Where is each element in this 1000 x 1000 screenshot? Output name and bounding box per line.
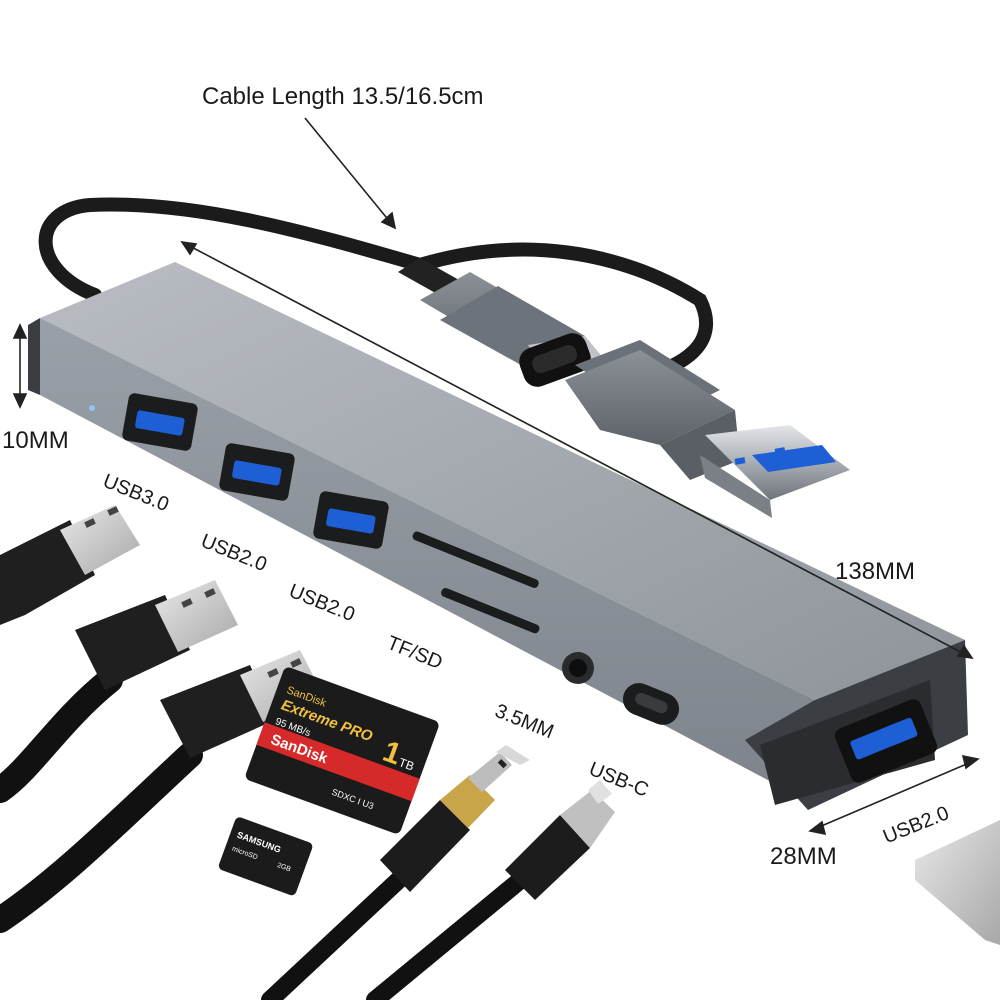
usb20-port-b bbox=[313, 491, 389, 549]
microsd-card: SAMSUNG microSD 2GB bbox=[218, 817, 313, 896]
usb-c-port bbox=[622, 683, 680, 725]
usb30-port bbox=[122, 393, 198, 451]
width-label: 28MM bbox=[770, 843, 837, 870]
status-led bbox=[89, 405, 95, 411]
thickness-label: 10MM bbox=[2, 427, 69, 454]
usb-c-host-connector bbox=[398, 258, 605, 387]
cable-length-label: Cable Length 13.5/16.5cm bbox=[202, 83, 484, 110]
sd-capacity-unit: TB bbox=[397, 755, 416, 773]
sd-card: SanDisk Extreme PRO 95 MB/s 1 TB SanDisk… bbox=[245, 667, 439, 834]
usb20-port-a bbox=[219, 443, 295, 501]
card-slots bbox=[412, 531, 540, 634]
width-dimension-arrow bbox=[808, 754, 980, 836]
thickness-dimension-arrow bbox=[12, 323, 28, 409]
audio-cable bbox=[261, 745, 530, 1000]
usb-a-cable-1 bbox=[0, 505, 140, 625]
audio-jack-port bbox=[562, 652, 594, 684]
length-dimension-arrow bbox=[180, 240, 974, 660]
usb-a-host-connector bbox=[565, 340, 850, 518]
side-usb-a-plug bbox=[915, 820, 1000, 945]
length-label: 138MM bbox=[835, 558, 916, 585]
cable-length-arrow bbox=[304, 117, 397, 230]
microsd-capacity: 2GB bbox=[276, 862, 292, 873]
side-usb20-port bbox=[834, 699, 938, 783]
usb-a-cable-2 bbox=[0, 580, 238, 803]
usb-c-cable bbox=[366, 780, 615, 1000]
host-cable bbox=[38, 197, 713, 387]
